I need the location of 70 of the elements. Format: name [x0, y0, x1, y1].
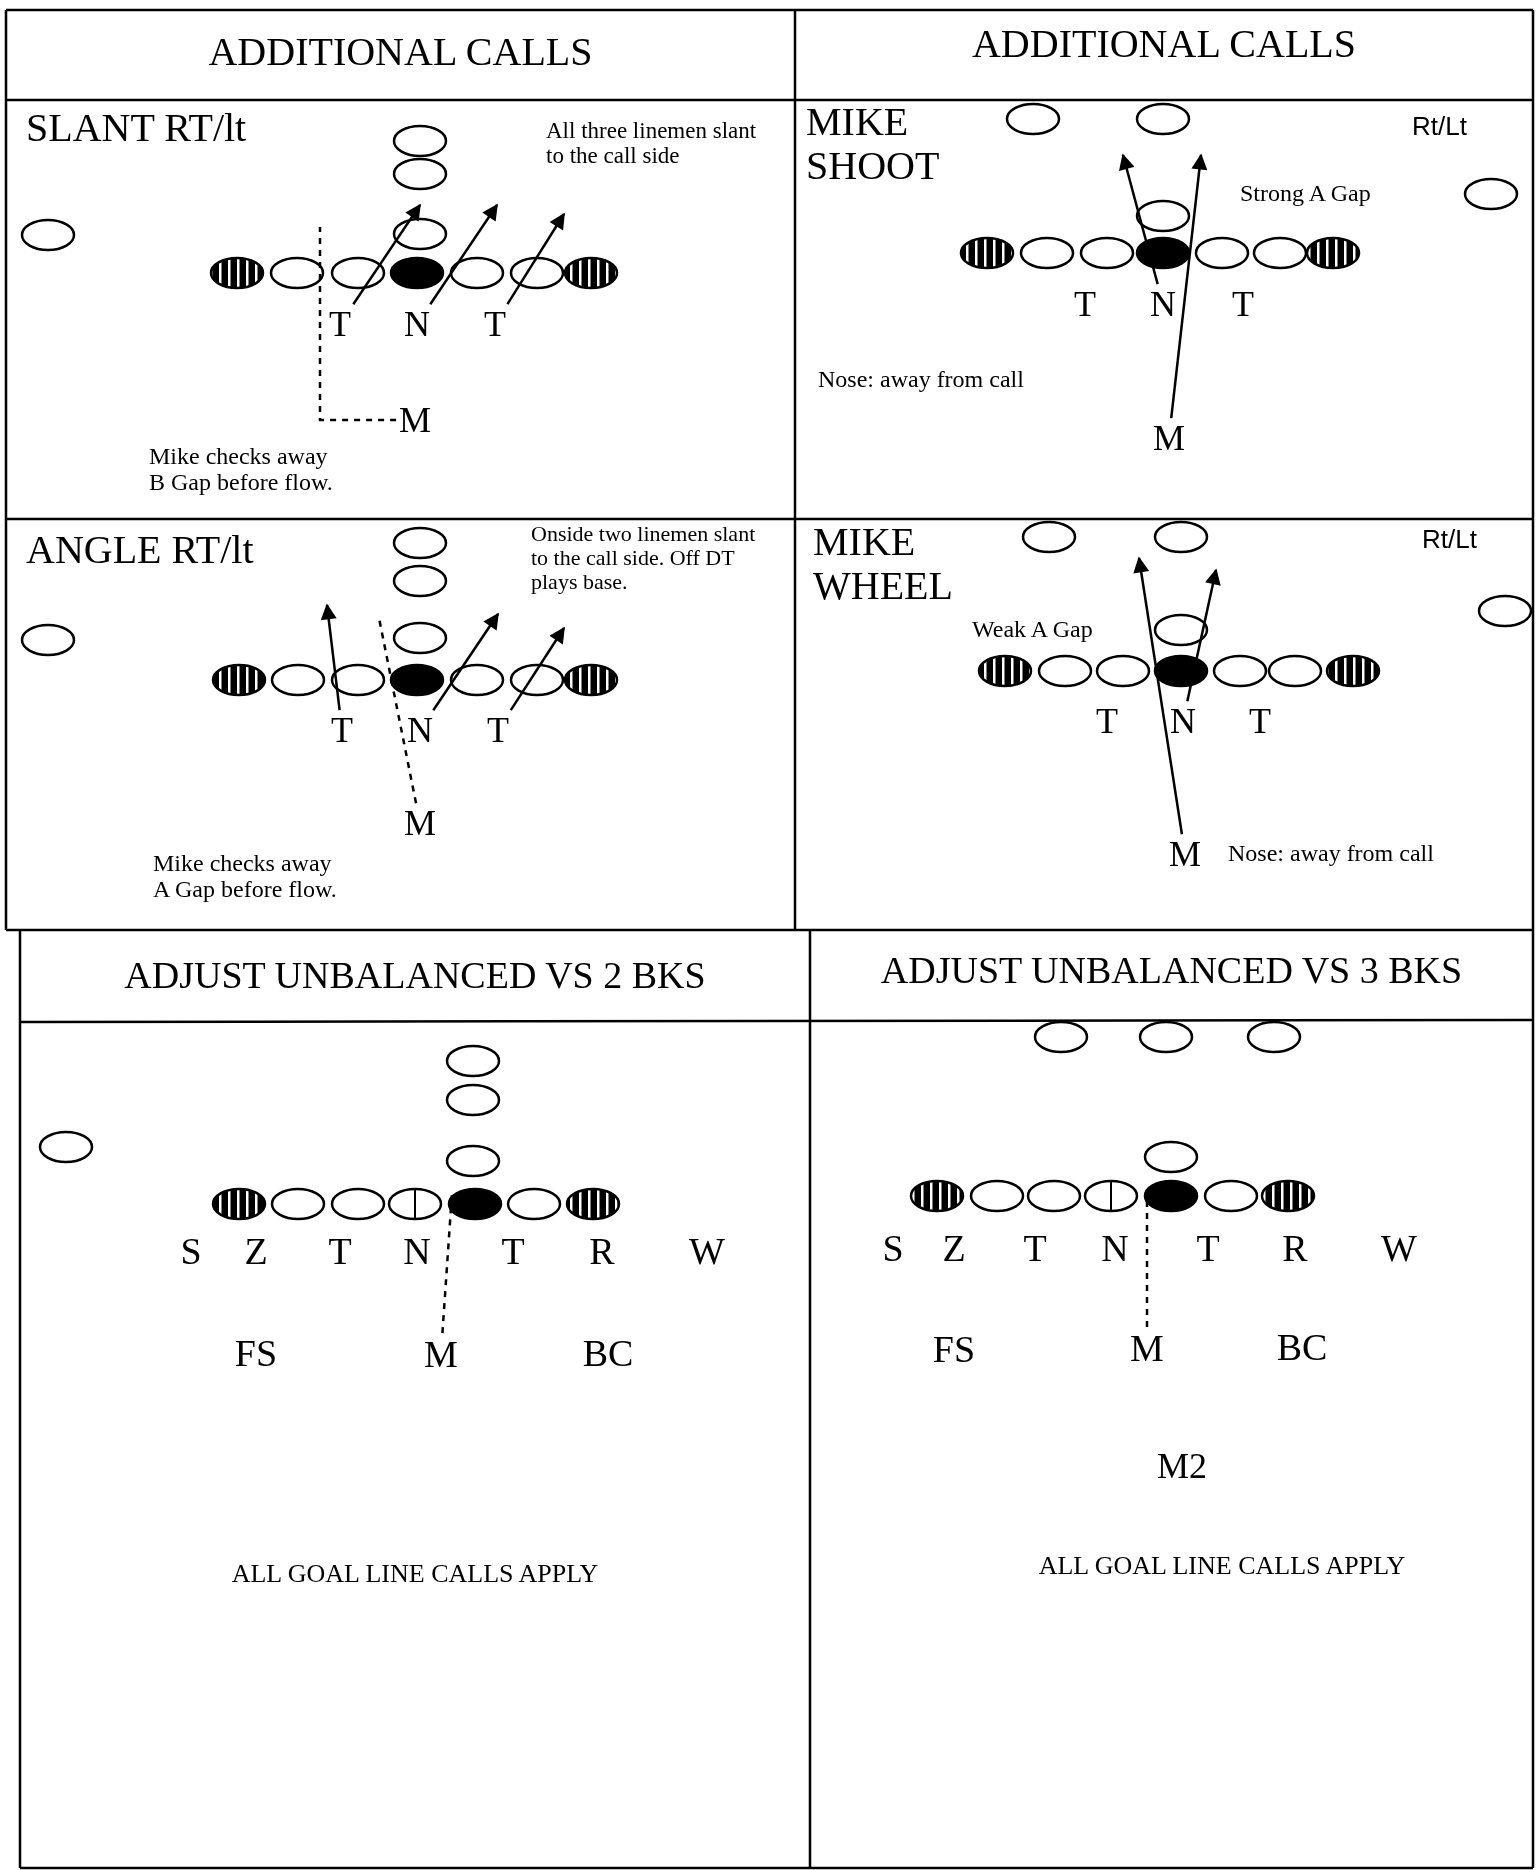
dashed-path-line [1145, 1198, 1149, 1328]
player-letter: T [476, 304, 514, 344]
play-note: Mike checks away A Gap before flow. [153, 850, 338, 903]
player-letter: M2 [1156, 1447, 1208, 1487]
player-letter: T [1066, 284, 1104, 324]
direction-label: Rt/Lt [1412, 112, 1468, 141]
play-title: ANGLE RT/lt [26, 528, 255, 572]
player-letter: N [1164, 701, 1202, 741]
dashed-path-line [318, 227, 397, 422]
panel-heading: ADJUST UNBALANCED VS 3 BKS [879, 950, 1464, 992]
rush-arrow [429, 203, 499, 305]
play-note: Nose: away from call [818, 366, 1025, 393]
player-letter: N [398, 304, 436, 344]
player-letter: M [1127, 1327, 1167, 1369]
player-letter: M [1166, 834, 1204, 874]
player-letter: N [1144, 284, 1182, 324]
player-letter: R [1281, 1228, 1309, 1270]
rush-arrow [506, 212, 566, 305]
dashed-path-line [441, 1192, 454, 1334]
player-letter: M [421, 1333, 461, 1375]
player-letter: M [401, 803, 439, 843]
rush-arrow [1133, 556, 1184, 835]
player-letter: W [1380, 1228, 1418, 1270]
player-letter: T [1224, 284, 1262, 324]
rush-arrow [1186, 568, 1221, 702]
player-letter: S [881, 1228, 905, 1270]
player-letter: W [688, 1231, 726, 1273]
play-note: ALL GOAL LINE CALLS APPLY [1037, 1552, 1407, 1581]
rush-arrow [1170, 153, 1208, 419]
gap-label: Weak A Gap [972, 616, 1094, 643]
rush-arrow [432, 612, 500, 711]
rush-arrow [509, 626, 566, 711]
player-letter: T [323, 710, 361, 750]
position-label: FS [233, 1333, 279, 1375]
panel-heading: ADJUST UNBALANCED VS 2 BKS [123, 955, 707, 997]
player-letter: Z [941, 1228, 967, 1270]
player-letter: S [179, 1231, 203, 1273]
position-label: BC [581, 1333, 635, 1375]
player-letter: M [396, 400, 434, 440]
player-letter: T [1195, 1228, 1221, 1270]
player-letter: N [402, 1231, 432, 1273]
player-letter: M [1150, 418, 1188, 458]
player-letter: T [1022, 1228, 1048, 1270]
play-note: All three linemen slant to the call side [546, 118, 758, 169]
player-letter: T [321, 304, 359, 344]
play-title: SLANT RT/lt [26, 106, 248, 150]
play-note: ALL GOAL LINE CALLS APPLY [230, 1560, 600, 1589]
play-title: MIKE SHOOT [806, 100, 941, 188]
rush-arrow [320, 603, 341, 711]
player-letter: T [1088, 701, 1126, 741]
position-label: BC [1275, 1327, 1329, 1369]
player-letter: T [327, 1231, 353, 1273]
rush-arrow [352, 203, 422, 305]
panel-heading: ADDITIONAL CALLS [207, 30, 594, 74]
gap-label: Strong A Gap [1240, 180, 1372, 207]
play-note: Mike checks away B Gap before flow. [149, 443, 334, 496]
play-note: Onside two linemen slant to the call side. Off DT plays base. [531, 522, 757, 595]
player-letter: R [588, 1231, 616, 1273]
player-letter: T [1241, 701, 1279, 741]
player-letter: N [1100, 1228, 1130, 1270]
player-letter: T [500, 1231, 526, 1273]
position-label: FS [931, 1329, 977, 1371]
player-letter: N [401, 710, 439, 750]
panel-heading: ADDITIONAL CALLS [971, 22, 1357, 66]
player-letter: T [479, 710, 517, 750]
direction-label: Rt/Lt [1422, 525, 1478, 554]
rush-arrow [1119, 153, 1159, 285]
play-title: MIKE WHEEL [813, 520, 954, 608]
player-letter: Z [243, 1231, 269, 1273]
play-note: Nose: away from call [1228, 840, 1435, 867]
